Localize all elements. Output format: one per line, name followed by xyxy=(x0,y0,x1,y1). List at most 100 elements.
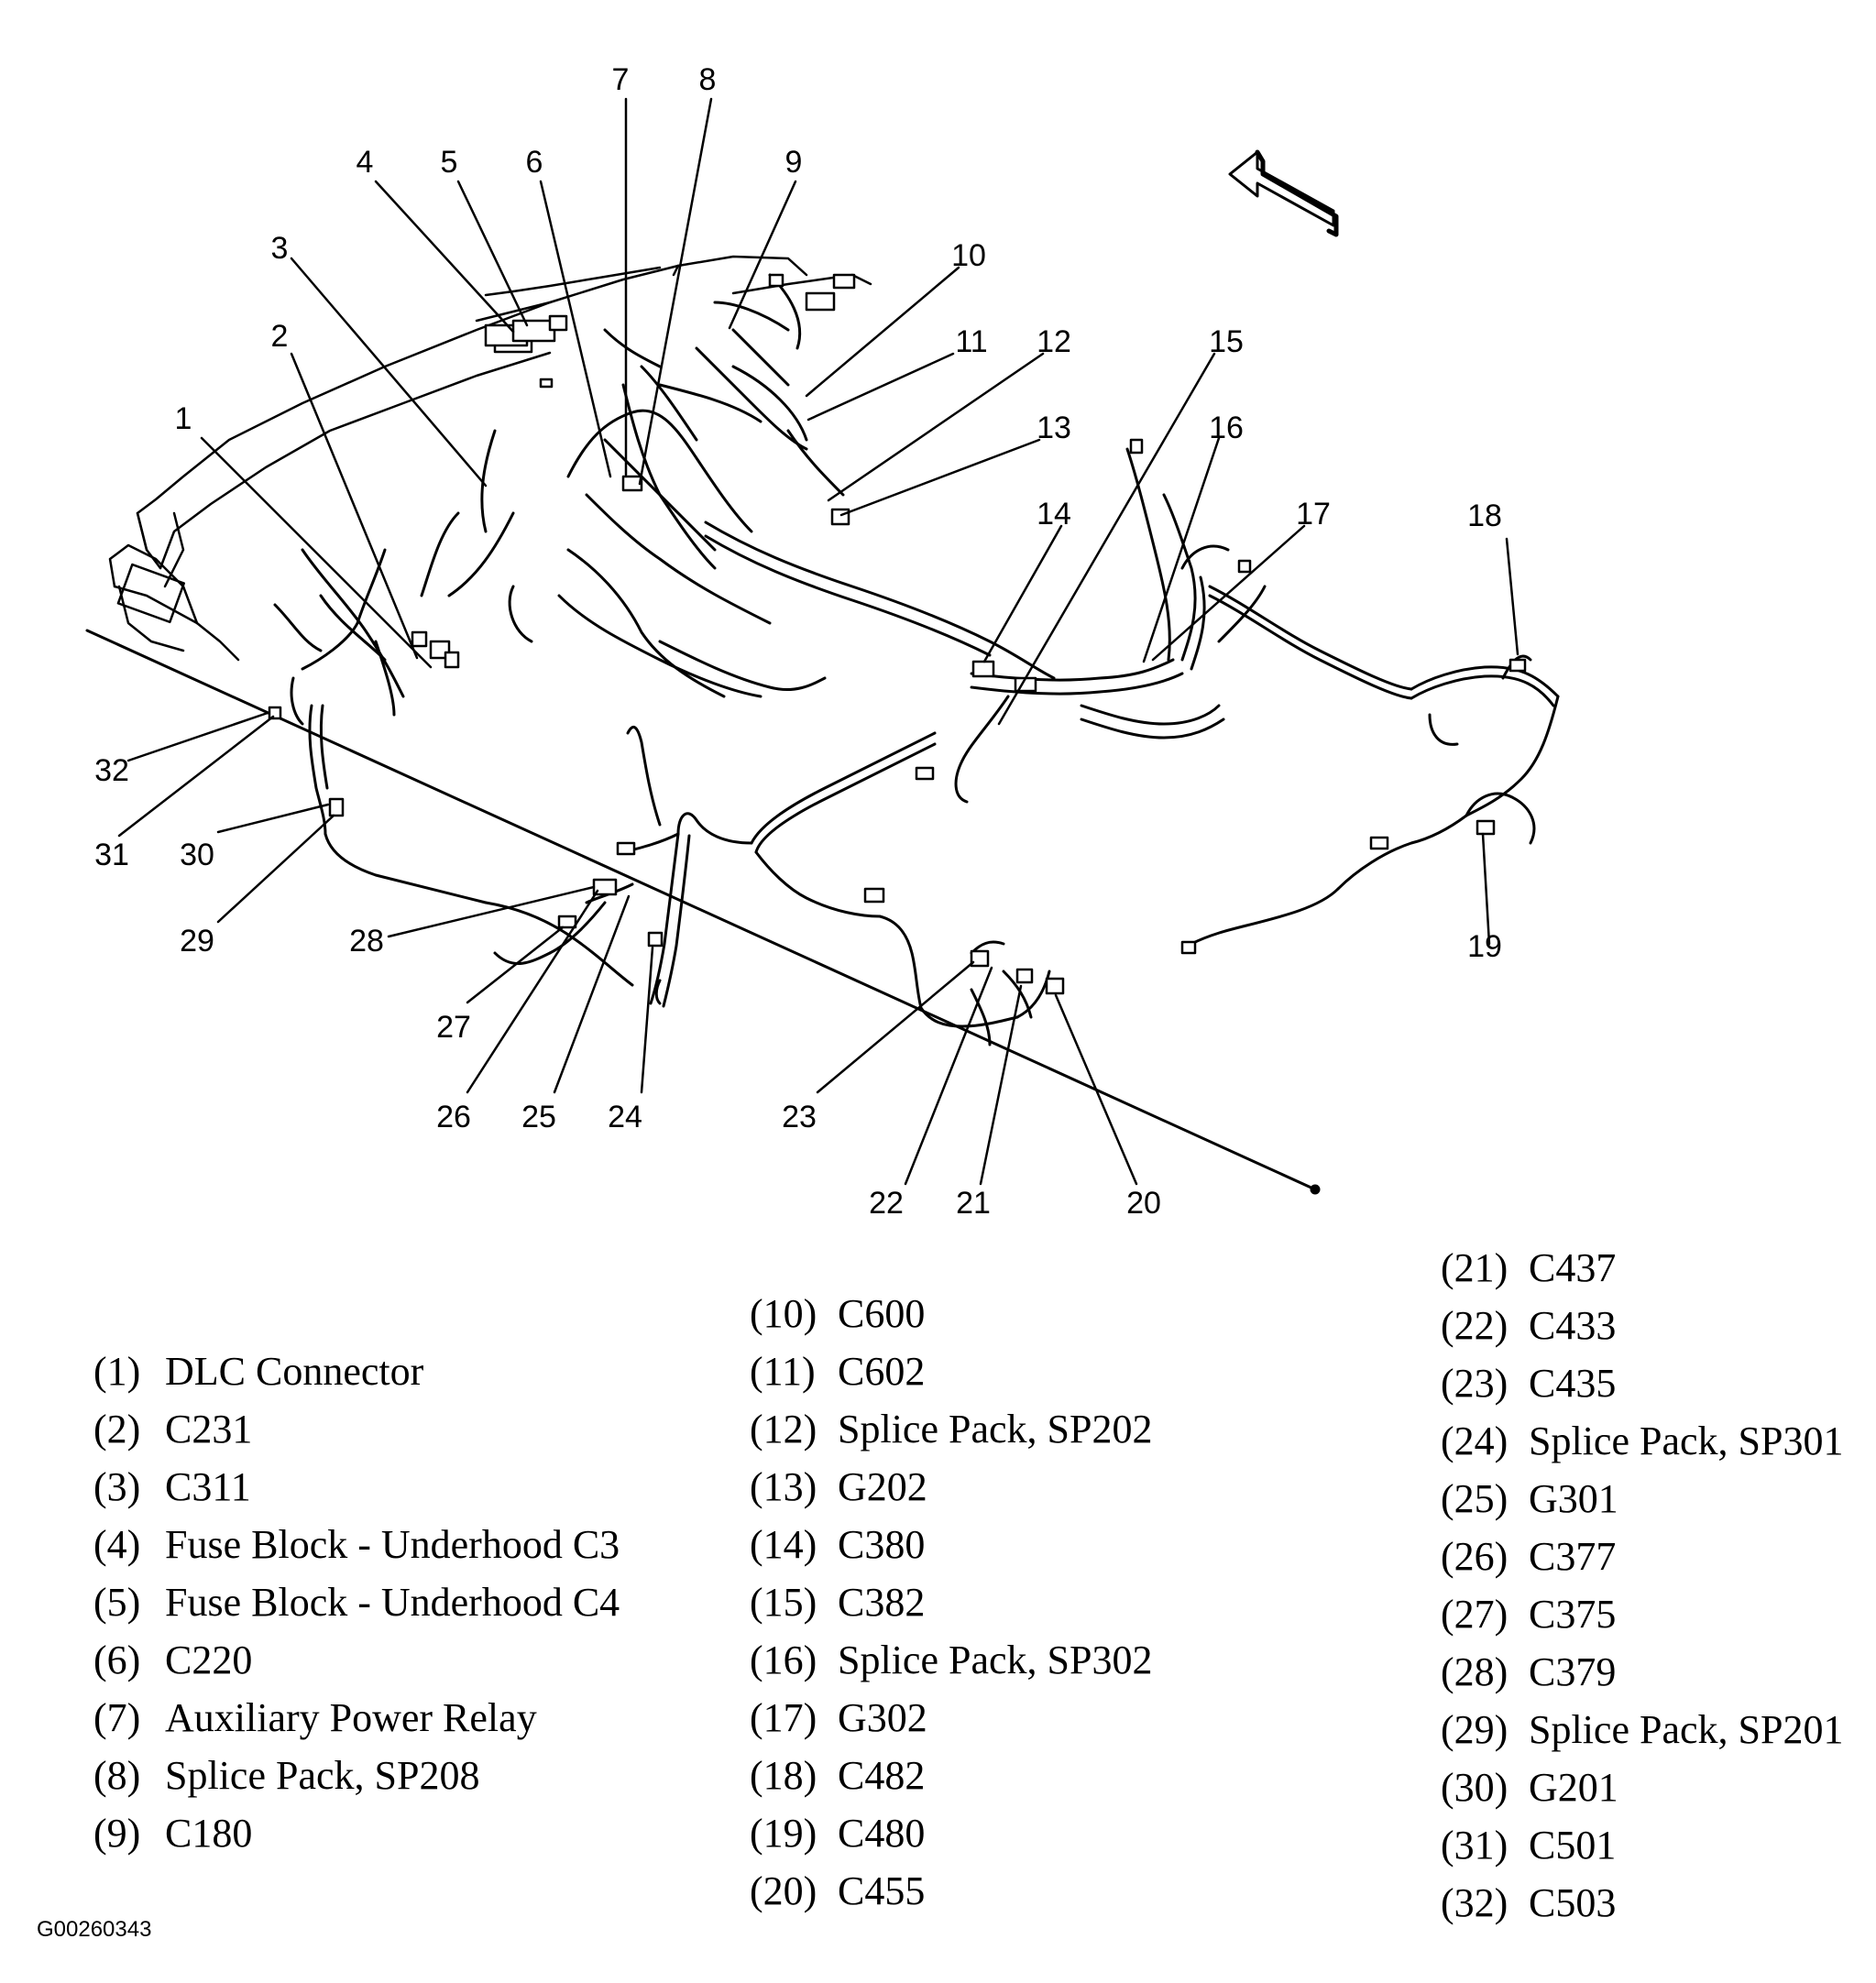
legend-item-number: (6) xyxy=(93,1638,141,1682)
callout-8: 8 xyxy=(699,62,717,97)
legend-item-number: (2) xyxy=(93,1407,141,1452)
legend-item: (4) Fuse Block - Underhood C3 xyxy=(93,1516,620,1573)
legend-item: (29) Splice Pack, SP201 xyxy=(1441,1701,1843,1758)
legend-item-label: C503 xyxy=(1529,1880,1617,1925)
legend-item-label: Splice Pack, SP201 xyxy=(1529,1707,1844,1752)
legend-item-label: C435 xyxy=(1529,1361,1617,1406)
legend-item: (18)C482 xyxy=(750,1747,1152,1804)
legend-item: (20) C455 xyxy=(750,1862,1152,1920)
callout-27: 27 xyxy=(436,1010,471,1045)
legend-item-number: (24) xyxy=(1441,1419,1508,1463)
callout-26: 26 xyxy=(436,1100,471,1134)
callout-numbers: 1 2 3 4 5 6 7 8 9 10 11 12 13 14 15 16 1… xyxy=(94,62,1502,1221)
legend-item-label: C602 xyxy=(838,1349,926,1394)
callout-1: 1 xyxy=(175,401,192,436)
legend-item: (24)Splice Pack, SP301 xyxy=(1441,1412,1843,1470)
legend-item-number: (16) xyxy=(750,1638,817,1682)
legend-item-number: (5) xyxy=(93,1580,141,1625)
callout-21: 21 xyxy=(956,1186,991,1221)
legend-item-label: C375 xyxy=(1529,1592,1617,1637)
instrument-panel-outline xyxy=(108,255,872,662)
legend-item-number: (22) xyxy=(1441,1303,1508,1348)
legend-item-label: C220 xyxy=(165,1638,253,1682)
legend-column-1: (1) DLC Connector (2) C231 (3)C311 (4) Fuse… xyxy=(93,1342,620,1862)
legend-item-number: (30) xyxy=(1441,1765,1508,1810)
callout-18: 18 xyxy=(1467,498,1502,533)
callout-17: 17 xyxy=(1296,497,1331,531)
legend-item: (3)C311 xyxy=(93,1458,620,1516)
legend-item-number: (17) xyxy=(750,1695,817,1740)
legend-item-number: (4) xyxy=(93,1522,141,1567)
legend-item-label: C311 xyxy=(165,1464,251,1509)
callout-28: 28 xyxy=(349,924,384,959)
legend-item: (26)C377 xyxy=(1441,1528,1843,1585)
legend-item-label: Fuse Block - Underhood C3 xyxy=(165,1522,620,1567)
callout-10: 10 xyxy=(951,238,986,273)
legend-item-label: C501 xyxy=(1529,1823,1617,1868)
legend-item-number: (18) xyxy=(750,1753,817,1798)
callout-leader-lines xyxy=(117,97,1519,1186)
callout-4: 4 xyxy=(357,145,374,180)
legend-item: (16)Splice Pack, SP302 xyxy=(750,1631,1152,1689)
legend-column-3: (21)C437 (22)C433 (23)C435 (24)Splice Pa… xyxy=(1441,1239,1843,1932)
legend-item: (8)Splice Pack, SP208 xyxy=(93,1747,620,1804)
callout-5: 5 xyxy=(441,145,458,180)
floor-harness xyxy=(290,676,1051,1046)
legend-item: (9) C180 xyxy=(93,1804,620,1862)
legend-item-label: C180 xyxy=(165,1811,253,1856)
legend-item-number: (14) xyxy=(750,1522,817,1567)
legend-item-label: DLC Connector xyxy=(165,1349,424,1394)
frame-rail-line xyxy=(85,629,1317,1191)
callout-22: 22 xyxy=(869,1186,904,1221)
legend-item-number: (7) xyxy=(93,1695,141,1740)
callout-31: 31 xyxy=(94,838,129,872)
legend-item: (30) G201 xyxy=(1441,1758,1843,1816)
legend-item-label: G301 xyxy=(1529,1476,1618,1521)
legend-item-label: C433 xyxy=(1529,1303,1617,1348)
legend-item-number: (9) xyxy=(93,1811,141,1856)
legend-item-number: (11) xyxy=(750,1349,816,1394)
legend-item: (12)Splice Pack, SP202 xyxy=(750,1400,1152,1458)
legend-item: (27) C375 xyxy=(1441,1585,1843,1643)
legend-item-number: (15) xyxy=(750,1580,817,1625)
legend-item-number: (29) xyxy=(1441,1707,1508,1752)
legend-item: (5)Fuse Block - Underhood C4 xyxy=(93,1573,620,1631)
legend-item-number: (32) xyxy=(1441,1880,1508,1925)
legend-item-label: C600 xyxy=(838,1291,926,1336)
callout-25: 25 xyxy=(521,1100,556,1134)
legend-item-label: C480 xyxy=(838,1811,926,1856)
legend-item-number: (27) xyxy=(1441,1592,1508,1637)
legend-item-label: C380 xyxy=(838,1522,926,1567)
legend-item: (25) G301 xyxy=(1441,1470,1843,1528)
legend-item-label: G201 xyxy=(1529,1765,1618,1810)
legend-item-number: (1) xyxy=(93,1349,141,1394)
legend-item-label: C379 xyxy=(1529,1649,1617,1694)
legend-item: (19) C480 xyxy=(750,1804,1152,1862)
legend-item-number: (19) xyxy=(750,1811,817,1856)
legend-item: (11) C602 xyxy=(750,1342,1152,1400)
callout-11: 11 xyxy=(955,324,987,359)
legend-item: (13)G202 xyxy=(750,1458,1152,1516)
connectors xyxy=(268,273,1527,995)
callout-15: 15 xyxy=(1209,324,1244,359)
legend-item-label: C231 xyxy=(165,1407,253,1452)
legend-item-number: (23) xyxy=(1441,1361,1508,1406)
callout-6: 6 xyxy=(526,145,543,180)
legend-item-number: (25) xyxy=(1441,1476,1508,1521)
callout-3: 3 xyxy=(271,231,289,266)
legend-item-number: (20) xyxy=(750,1868,817,1913)
legend-item-number: (28) xyxy=(1441,1649,1508,1694)
main-harness-bundle xyxy=(273,273,845,717)
legend-item-label: Splice Pack, SP208 xyxy=(165,1753,480,1798)
legend-item: (6) C220 xyxy=(93,1631,620,1689)
front-direction-arrow-icon xyxy=(1228,149,1339,237)
legend-item: (10)C600 xyxy=(750,1285,1152,1342)
legend-item: (7)Auxiliary Power Relay xyxy=(93,1689,620,1747)
callout-29: 29 xyxy=(180,924,214,959)
legend-item-label: C377 xyxy=(1529,1534,1617,1579)
legend-item: (15)C382 xyxy=(750,1573,1152,1631)
cross-car-harness xyxy=(704,447,1560,946)
legend-item-label: C455 xyxy=(838,1868,926,1913)
callout-20: 20 xyxy=(1126,1186,1161,1221)
legend-item: (22) C433 xyxy=(1441,1297,1843,1354)
